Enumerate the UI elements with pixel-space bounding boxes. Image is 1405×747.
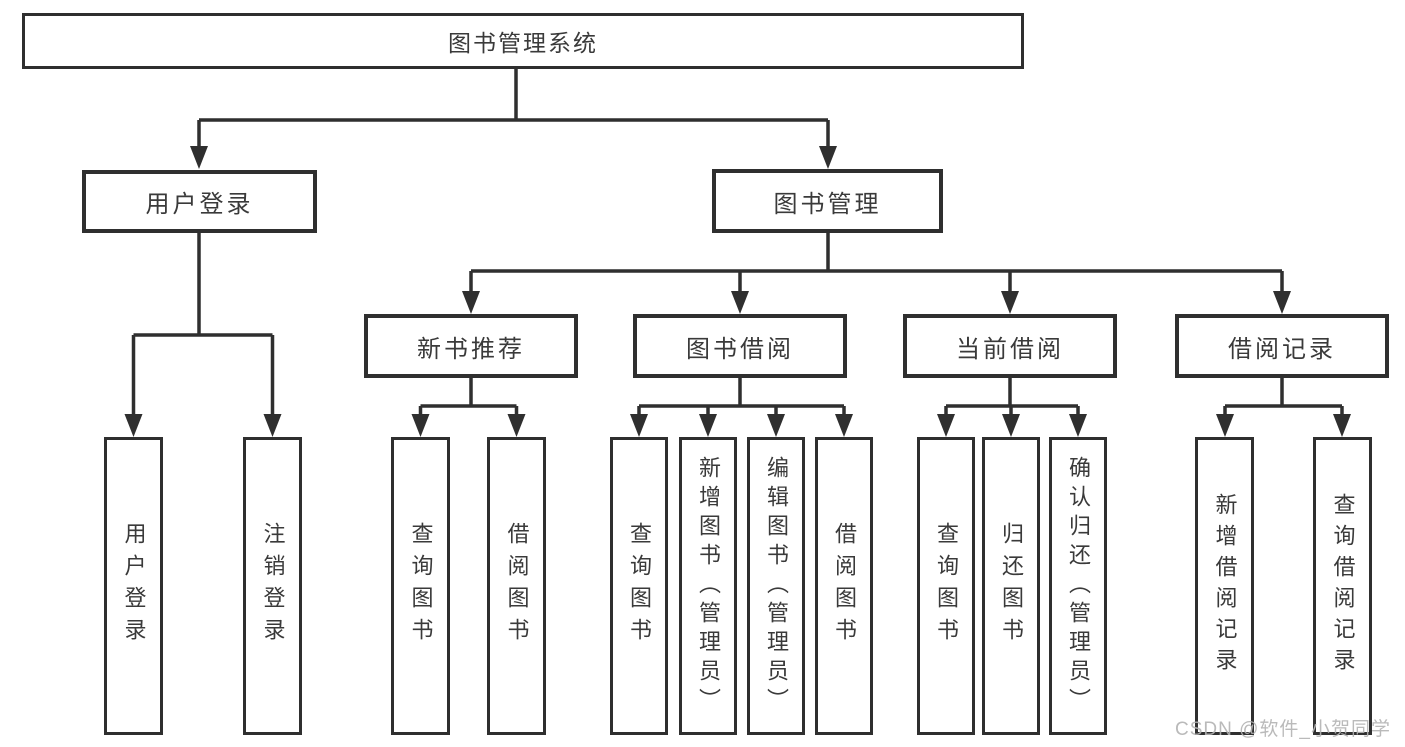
leaf-rec-query-books-label: 查询图书 (408, 522, 434, 650)
node-system-root: 图书管理系统 (22, 13, 1024, 69)
leaf-bb-borrow-books: 借阅图书 (815, 437, 873, 735)
connector-borrow-records-children (1216, 378, 1351, 437)
connector-new-book-rec-children (411, 378, 526, 437)
node-book-mgmt: 图书管理 (712, 169, 943, 233)
node-book-borrow: 图书借阅 (633, 314, 847, 378)
leaf-user-login: 用户登录 (104, 437, 163, 735)
leaf-rec-borrow-books: 借阅图书 (487, 437, 546, 735)
leaf-rec-borrow-books-label: 借阅图书 (504, 522, 530, 650)
leaf-cb-query-books: 查询图书 (917, 437, 975, 735)
node-borrow-records: 借阅记录 (1175, 314, 1389, 378)
node-new-book-rec: 新书推荐 (364, 314, 578, 378)
leaf-cb-return-books: 归还图书 (982, 437, 1040, 735)
leaf-bb-edit-books-label: 编辑图书（管理员） (764, 455, 789, 717)
leaf-bb-borrow-books-label: 借阅图书 (832, 522, 857, 650)
leaf-br-query-record-label: 查询借阅记录 (1330, 493, 1356, 679)
leaf-bb-query-books-label: 查询图书 (627, 522, 652, 650)
node-current-borrow-label: 当前借阅 (956, 335, 1064, 363)
node-current-borrow: 当前借阅 (903, 314, 1117, 378)
leaf-br-query-record: 查询借阅记录 (1313, 437, 1372, 735)
leaf-user-login-label: 用户登录 (121, 522, 147, 650)
connector-book-borrow-children (630, 378, 853, 437)
leaf-cb-confirm-return: 确认归还（管理员） (1049, 437, 1107, 735)
node-new-book-rec-label: 新书推荐 (417, 335, 525, 363)
connector-current-borrow-children (937, 378, 1087, 437)
node-user-login: 用户登录 (82, 170, 317, 233)
csdn-watermark: CSDN @软件_小贺同学 (1175, 719, 1391, 740)
leaf-bb-query-books: 查询图书 (610, 437, 668, 735)
leaf-br-add-record: 新增借阅记录 (1195, 437, 1254, 735)
leaf-cb-confirm-return-label: 确认归还（管理员） (1066, 455, 1091, 717)
node-user-login-label: 用户登录 (145, 191, 254, 218)
leaf-rec-query-books: 查询图书 (391, 437, 450, 735)
node-borrow-records-label: 借阅记录 (1228, 335, 1336, 363)
connector-user-login-children (124, 233, 282, 437)
leaf-bb-add-books: 新增图书（管理员） (679, 437, 737, 735)
connector-root-to-level2 (190, 69, 837, 169)
node-book-mgmt-label: 图书管理 (773, 190, 882, 218)
leaf-logout: 注销登录 (243, 437, 302, 735)
node-book-borrow-label: 图书借阅 (686, 335, 794, 363)
node-system-root-label: 图书管理系统 (448, 30, 598, 56)
connector-book-mgmt-children (462, 233, 1291, 314)
leaf-cb-return-books-label: 归还图书 (999, 522, 1024, 650)
leaf-bb-edit-books: 编辑图书（管理员） (747, 437, 805, 735)
leaf-bb-add-books-label: 新增图书（管理员） (696, 455, 721, 717)
leaf-br-add-record-label: 新增借阅记录 (1212, 493, 1238, 679)
leaf-logout-label: 注销登录 (260, 522, 286, 650)
leaf-cb-query-books-label: 查询图书 (934, 522, 959, 650)
